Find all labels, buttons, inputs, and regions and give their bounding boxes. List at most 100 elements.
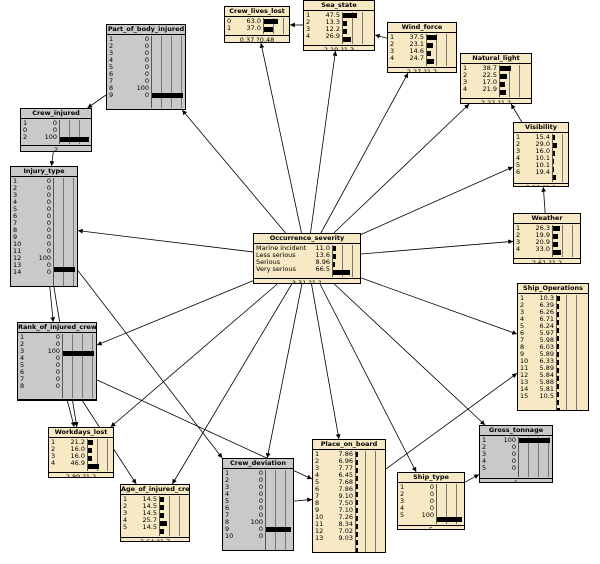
- node-rank-of-injured-crew[interactable]: Rank_of_injured_crew1234567800100000003: [17, 322, 97, 401]
- belief-bar: [553, 167, 555, 172]
- belief-bar: [553, 135, 555, 140]
- belief-bars: [552, 134, 566, 182]
- state-label: 1: [109, 35, 114, 43]
- state-label: 2: [109, 42, 114, 50]
- belief-bar: [266, 527, 291, 532]
- state-value: 0: [46, 261, 51, 269]
- belief-bar: [264, 27, 273, 32]
- state-value: 14.5: [142, 509, 157, 517]
- state-label: 4: [516, 245, 521, 253]
- node-title: Wind_force: [388, 23, 456, 33]
- state-label: 0: [23, 126, 28, 134]
- state-value: 7.50: [338, 499, 353, 507]
- state-value: 0: [258, 525, 263, 533]
- node-expected-value: 8: [107, 109, 185, 110]
- state-value: 10.3: [539, 294, 554, 302]
- belief-bar: [557, 304, 559, 309]
- state-value: 14.5: [142, 495, 157, 503]
- state-label: 3: [51, 452, 56, 460]
- state-label: 6: [13, 212, 18, 220]
- state-value: 0: [46, 205, 51, 213]
- belief-bar: [333, 246, 336, 251]
- node-title: Ship_type: [398, 473, 464, 483]
- state-value: 6.24: [539, 322, 554, 330]
- belief-bar: [427, 35, 438, 40]
- state-label: 3: [516, 147, 521, 155]
- state-label: 7: [225, 511, 230, 519]
- state-value: 0: [258, 469, 263, 477]
- state-value: 5.89: [539, 350, 554, 358]
- belief-bar: [557, 344, 559, 349]
- belief-bar: [500, 82, 505, 87]
- state-label: 7: [109, 77, 114, 85]
- belief-bar: [160, 521, 167, 526]
- state-label: Less serious: [256, 251, 296, 259]
- state-value: 100: [38, 254, 51, 262]
- state-value: 0: [46, 226, 51, 234]
- state-label: 10: [520, 357, 529, 365]
- state-value: 0: [46, 247, 51, 255]
- state-label: 3: [390, 47, 395, 55]
- state-value: 7.77: [338, 464, 353, 472]
- state-value: 0: [46, 212, 51, 220]
- state-value: 6.96: [338, 457, 353, 465]
- state-value: 5.81: [539, 385, 554, 393]
- state-value: 8.34: [338, 520, 353, 528]
- state-value: 0: [144, 42, 149, 50]
- belief-bar: [356, 516, 358, 521]
- state-value: 100: [503, 436, 516, 444]
- belief-bar: [333, 270, 350, 275]
- belief-bar: [557, 360, 559, 365]
- state-value: 22.5: [482, 71, 497, 79]
- state-label: 6: [109, 70, 114, 78]
- edge-occurrence-severity-to-wind-force: [320, 72, 409, 234]
- state-label: 12: [315, 527, 324, 535]
- edge-occurrence-severity-to-gross-tonnage: [333, 283, 486, 426]
- node-expected-value: 1: [480, 478, 552, 482]
- belief-bars: [59, 120, 89, 144]
- node-title: Visibility: [514, 123, 568, 133]
- state-label: 11: [520, 364, 529, 372]
- state-label: 5: [520, 322, 525, 330]
- node-crew-deviation[interactable]: Crew_deviation123456789100000000100008: [222, 458, 294, 551]
- state-value: 0: [144, 77, 149, 85]
- state-label: 1: [315, 450, 320, 458]
- belief-bar: [356, 460, 358, 465]
- node-title: Place_on_board: [313, 440, 385, 450]
- node-expected-value: 2.61 ?1.2: [514, 258, 580, 263]
- state-label: 1: [520, 294, 525, 302]
- state-value: 26.3: [535, 224, 550, 232]
- state-label: 10: [225, 532, 234, 540]
- belief-bars: [53, 178, 75, 286]
- state-value: 5.88: [539, 378, 554, 386]
- belief-bars: [355, 451, 383, 552]
- state-value: 5.98: [539, 336, 554, 344]
- state-value: 100: [136, 84, 149, 92]
- state-value: 10.5: [539, 392, 554, 400]
